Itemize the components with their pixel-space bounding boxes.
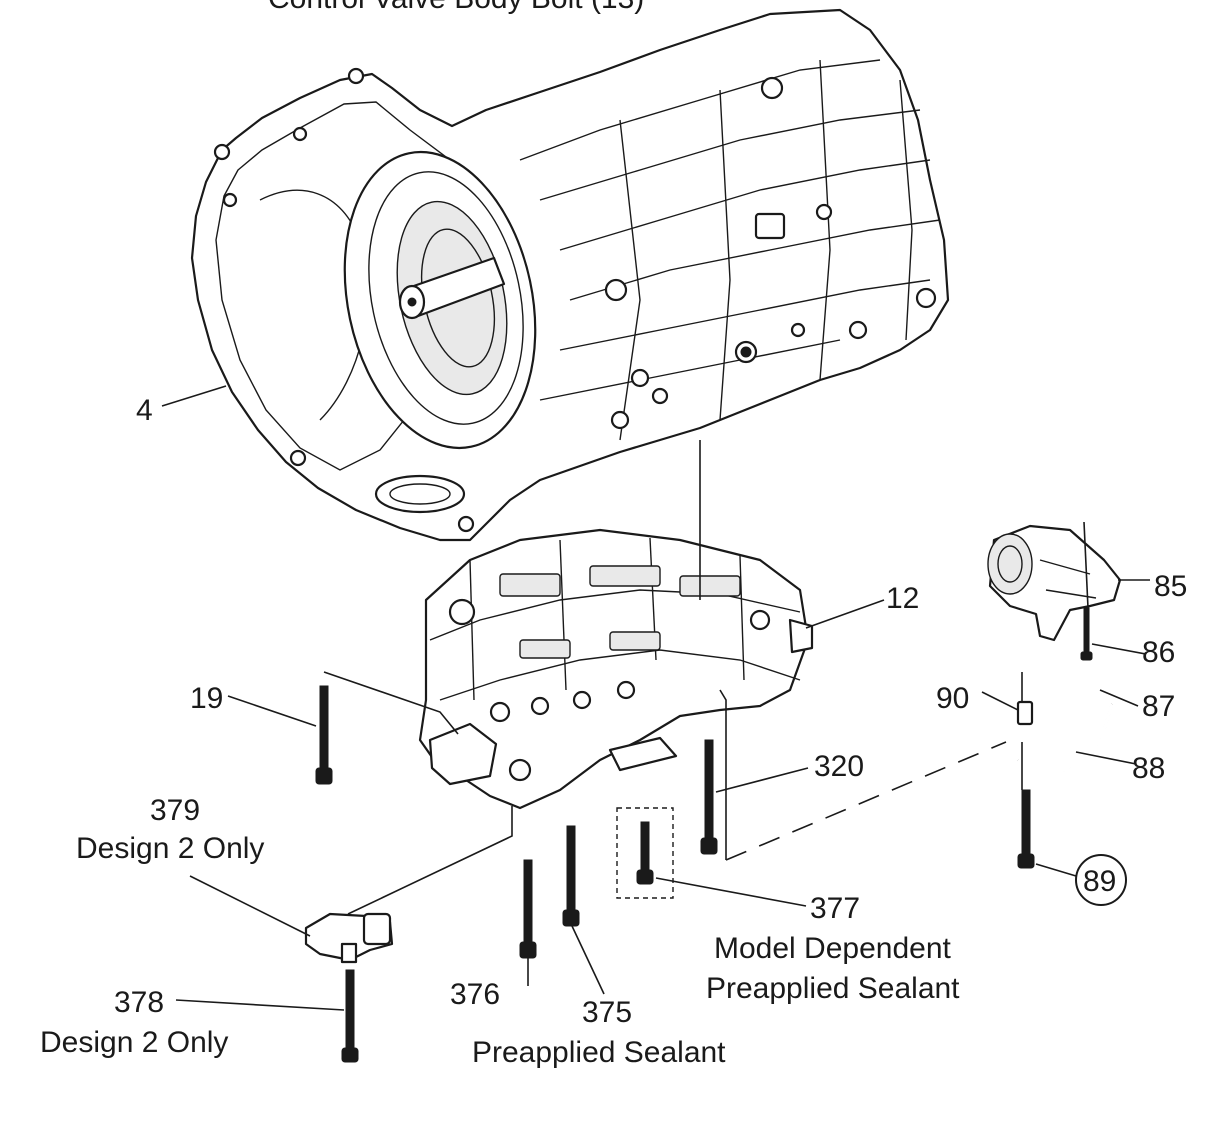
callout-89-circle [1075,854,1127,906]
callout-90: 90 [936,682,969,715]
note-378: Design 2 Only [40,1026,228,1059]
callout-379: 379 [150,794,200,827]
callout-19: 19 [190,682,223,715]
note-preapplied-377: Preapplied Sealant [706,972,960,1005]
note-model-dependent: Model Dependent [714,932,952,965]
callout-89: 89 [1083,865,1116,898]
callouts: 4 12 19 85 86 90 87 320 88 89 379 Design… [40,394,1187,1069]
note-preapplied-375: Preapplied Sealant [472,1036,726,1069]
callout-87: 87 [1142,690,1175,723]
top-caption: Control Valve Body Bolt (13) [268,0,644,15]
callout-4: 4 [136,394,153,427]
callout-86: 86 [1142,636,1175,669]
callout-12: 12 [886,582,919,615]
leader-lines [161,385,1150,1011]
callout-377: 377 [810,892,860,925]
callout-320: 320 [814,750,864,783]
component-85-illustration [987,524,1122,642]
transmission-case-illustration [190,8,950,542]
callout-85: 85 [1154,570,1187,603]
control-valve-body-illustration [418,528,814,810]
callout-375: 375 [582,996,632,1029]
callout-88: 88 [1132,752,1165,785]
callout-376: 376 [450,978,500,1011]
note-379: Design 2 Only [76,832,264,865]
callout-378: 378 [114,986,164,1019]
